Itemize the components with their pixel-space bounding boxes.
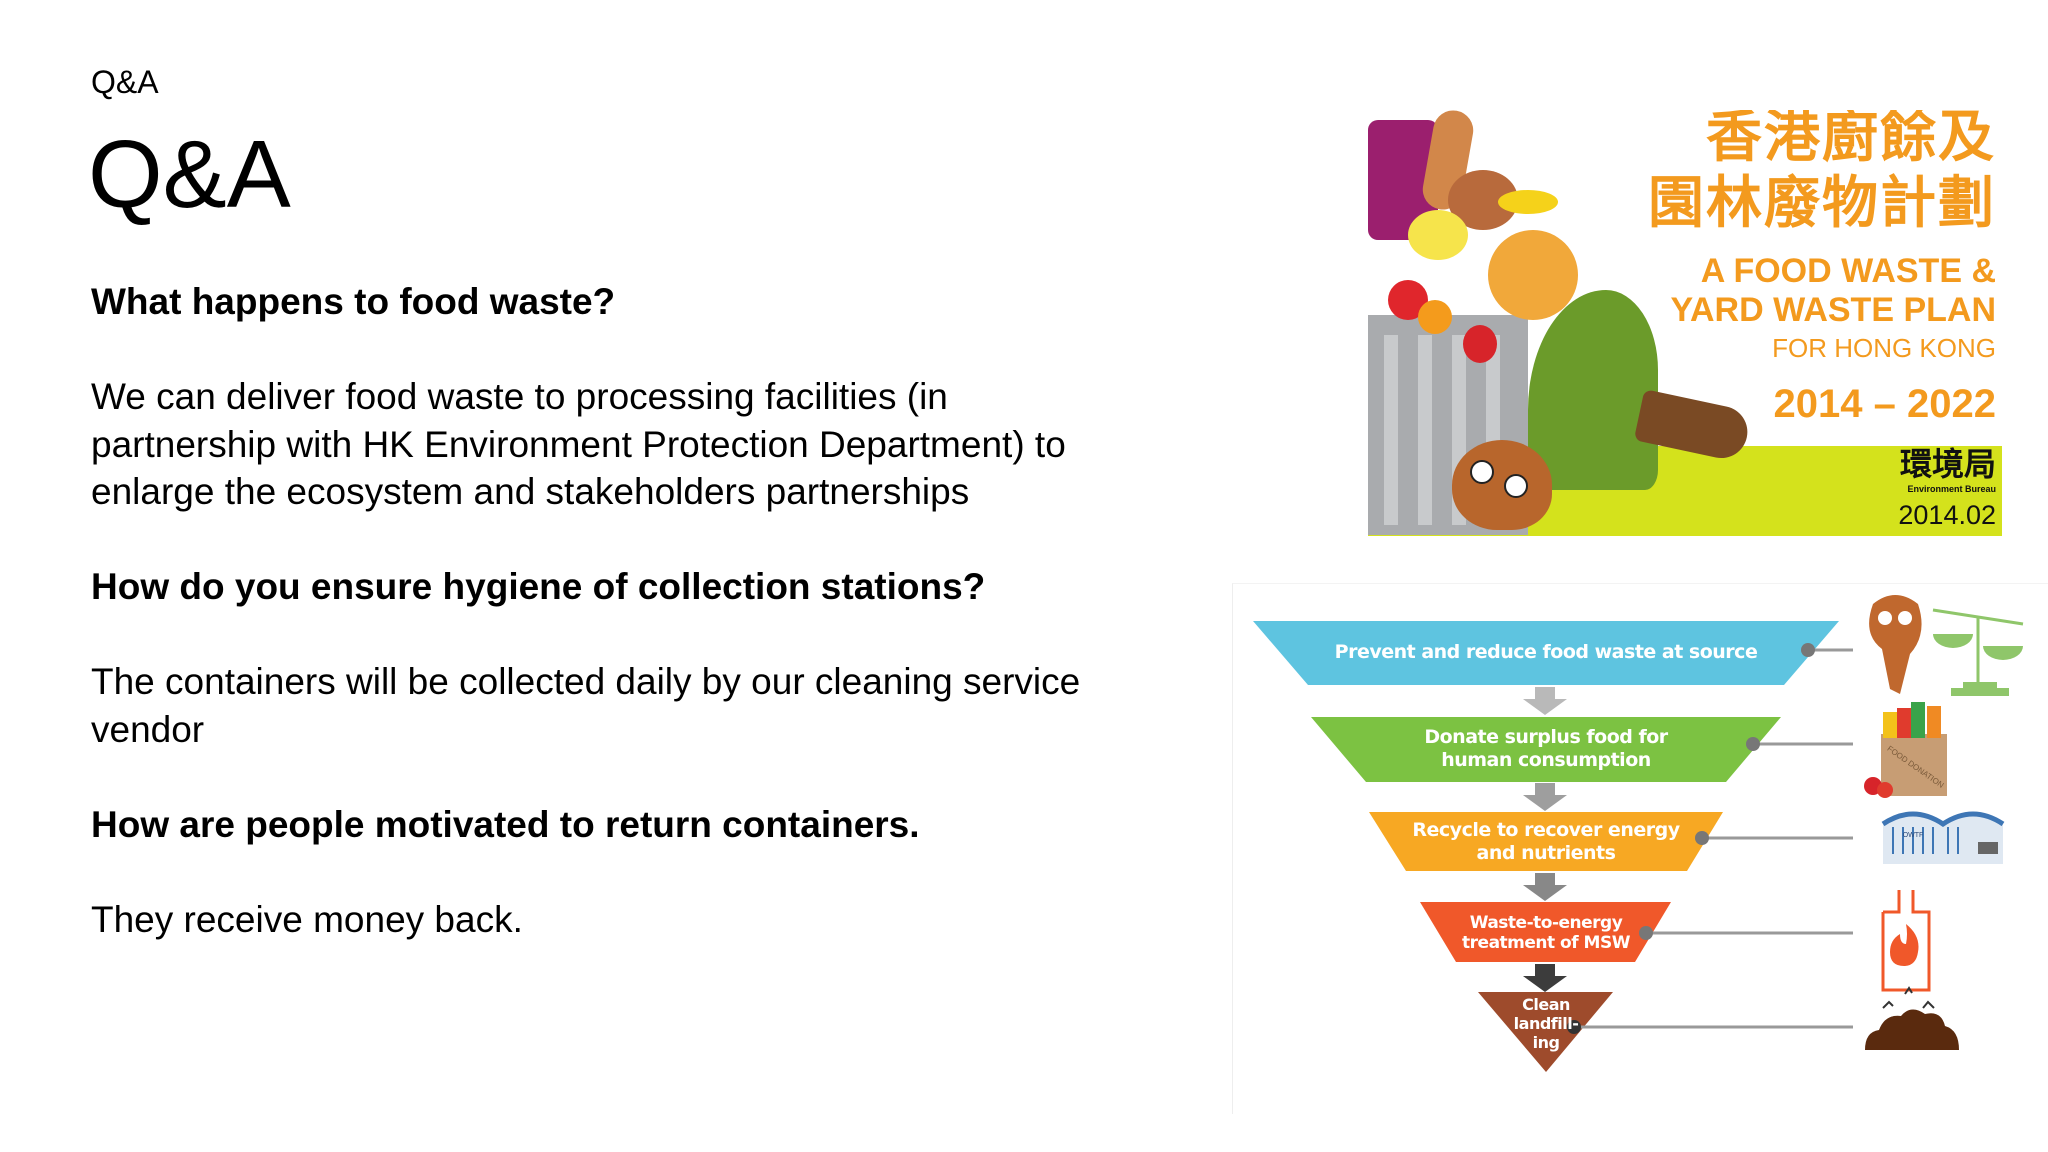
lemon-icon <box>1408 210 1468 260</box>
publisher-cn: 環境局 <box>1899 445 1996 483</box>
poster-title-en-2: YARD WASTE PLAN <box>1670 291 1996 329</box>
tier-4-line-2: treatment of MSW <box>1462 933 1630 953</box>
facility-sign: OWTF <box>1903 832 1924 839</box>
landfill-mound-icon <box>1865 986 1959 1050</box>
tier-2-line-1: Donate surplus food for <box>1424 726 1668 748</box>
question-2: How do you ensure hygiene of collection … <box>91 566 986 607</box>
tier-4-line-1: Waste-to-energy <box>1469 913 1623 933</box>
tomato-icon <box>1463 325 1497 363</box>
poster-date: 2014.02 <box>1898 500 1996 530</box>
publisher-en: Environment Bureau <box>1907 484 1996 494</box>
answer-1-line-2: partnership with HK Environment Protecti… <box>91 423 1066 465</box>
poster-title-en-1: A FOOD WASTE & <box>1700 252 1996 290</box>
tier-1-label: Prevent and reduce food waste at source <box>1308 641 1784 664</box>
tier-5-shape <box>1478 992 1613 1072</box>
yard-waste-bush-icon <box>1528 290 1658 490</box>
tier-3-line-2: and nutrients <box>1476 842 1616 864</box>
page-title: Q&A <box>88 121 291 228</box>
food-donation-bag-icon: FOOD DONATION <box>1864 702 1947 798</box>
owtf-facility-icon: OWTF <box>1881 811 2005 864</box>
tier-5-line-2: landfill- <box>1513 1014 1579 1033</box>
mascot-character-icon <box>1452 440 1552 530</box>
tier-2-shape <box>1311 717 1781 782</box>
connector-lines <box>1574 648 1853 1029</box>
answer-2-line-1: The containers will be collected daily b… <box>91 661 1081 702</box>
down-arrow-icon <box>1523 783 1567 811</box>
answer-2-line-2: vendor <box>91 708 205 750</box>
down-arrow-icon <box>1523 964 1567 992</box>
tier-5-label: Clean landfill- ing <box>1496 995 1596 1052</box>
food-waste-plan-poster: 香港廚餘及 園林廢物計劃 A FOOD WASTE & YARD WASTE P… <box>1368 110 2002 536</box>
down-arrow-icon <box>1523 687 1567 715</box>
orange-icon <box>1418 300 1452 334</box>
tier-4-shape <box>1420 902 1671 962</box>
tier-5-line-1: Clean <box>1522 995 1570 1014</box>
down-arrow-icon <box>1523 873 1567 901</box>
breadcrumb: Q&A <box>91 64 159 100</box>
poster-subtitle: FOR HONG KONG <box>1772 333 1996 363</box>
tier-2-line-2: human consumption <box>1441 749 1651 771</box>
pizza-icon <box>1488 230 1578 320</box>
question-1: What happens to food waste? <box>91 281 616 322</box>
qa-list: What happens to food waste? We can deliv… <box>91 278 1191 943</box>
poster-title-cn-1: 香港廚餘及 <box>1706 110 1996 170</box>
question-3: How are people motivated to return conta… <box>91 803 920 845</box>
tier-3-line-1: Recycle to recover energy <box>1412 819 1680 841</box>
poster-years: 2014 – 2022 <box>1773 382 1996 426</box>
mascot-and-scale-icon <box>1869 595 2024 696</box>
answer-1-line-1: We can deliver food waste to processing … <box>91 376 948 417</box>
banana-icon <box>1498 190 1558 214</box>
hierarchy-graphic: FOOD DONATION OWTF <box>1253 595 2024 1072</box>
tier-3-label: Recycle to recover energy and nutrients <box>1396 819 1696 865</box>
poster-title-cn-2: 園林廢物計劃 <box>1648 171 1996 236</box>
tier-5-line-3: ing <box>1532 1033 1560 1052</box>
tier-1-line-1: Prevent and reduce food waste at source <box>1334 641 1758 663</box>
tier-1-shape <box>1253 621 1839 685</box>
food-waste-hierarchy-diagram: FOOD DONATION OWTF Prevent and reduce fo… <box>1232 583 2048 1114</box>
answer-1-line-3: enlarge the ecosystem and stakeholders p… <box>91 471 970 512</box>
connector-dots <box>1567 643 1815 1034</box>
answer-3-line-1: They receive money back. <box>91 898 523 940</box>
tier-3-shape <box>1369 812 1723 871</box>
incinerator-fire-icon <box>1881 890 1931 992</box>
tier-2-label: Donate surplus food for human consumptio… <box>1366 726 1726 772</box>
tier-4-label: Waste-to-energy treatment of MSW <box>1446 913 1646 953</box>
